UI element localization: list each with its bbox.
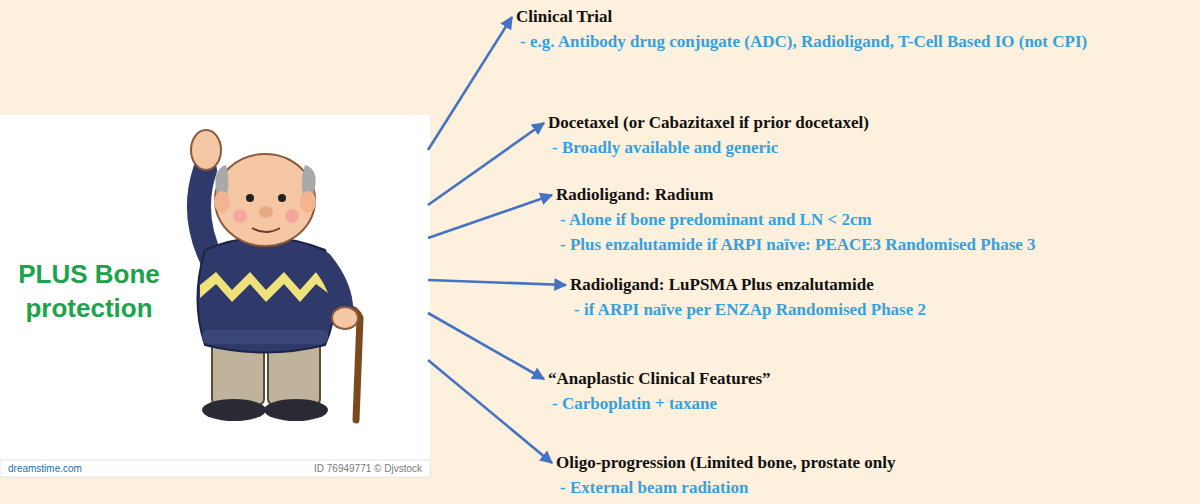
option-block: Clinical Trial - e.g. Antibody drug conju… — [516, 6, 1087, 53]
figure-caption: PLUS Bone protection — [14, 257, 164, 325]
arrow-connector — [428, 17, 512, 150]
arrow-connector — [428, 123, 544, 205]
option-heading: Clinical Trial — [516, 6, 1087, 28]
watermark-bar — [0, 460, 430, 477]
option-detail: - e.g. Antibody drug conjugate (ADC), Ra… — [516, 31, 1087, 53]
option-heading: Radioligand: Radium — [556, 184, 1036, 206]
option-heading: Radioligand: LuPSMA Plus enzalutamide — [570, 274, 926, 296]
option-heading: Docetaxel (or Cabazitaxel if prior docet… — [548, 112, 869, 134]
old-man-figure — [191, 130, 360, 421]
watermark-site: dreamstime.com — [8, 463, 82, 475]
arrow-connector — [428, 195, 552, 238]
option-heading: Oligo-progression (Limited bone, prostat… — [556, 452, 896, 474]
option-detail: - if ARPI naïve per ENZAp Randomised Pha… — [570, 299, 926, 321]
option-block: “Anaplastic Clinical Features” - Carbopla… — [548, 368, 771, 415]
arrow-connector — [428, 280, 566, 285]
option-detail: - Broadly available and generic — [548, 137, 869, 159]
picture-frame — [0, 115, 430, 477]
arrow-connector — [428, 360, 552, 463]
option-detail: - Alone if bone predominant and LN < 2cm — [556, 209, 1036, 231]
option-detail: - Plus enzalutamide if ARPI naïve: PEACE… — [556, 234, 1036, 256]
watermark-id: ID 76949771 © Djvstock — [314, 463, 422, 475]
option-block: Radioligand: Radium - Alone if bone predo… — [556, 184, 1036, 256]
arrow-connector — [428, 313, 544, 379]
option-detail: - External beam radiation — [556, 477, 896, 499]
option-heading: “Anaplastic Clinical Features” — [548, 368, 771, 390]
option-block: Docetaxel (or Cabazitaxel if prior docet… — [548, 112, 869, 159]
option-block: Oligo-progression (Limited bone, prostat… — [556, 452, 896, 499]
option-block: Radioligand: LuPSMA Plus enzalutamide - i… — [570, 274, 926, 321]
option-detail: - Carboplatin + taxane — [548, 393, 771, 415]
picture-panel: PLUS Bone protection — [0, 115, 430, 460]
